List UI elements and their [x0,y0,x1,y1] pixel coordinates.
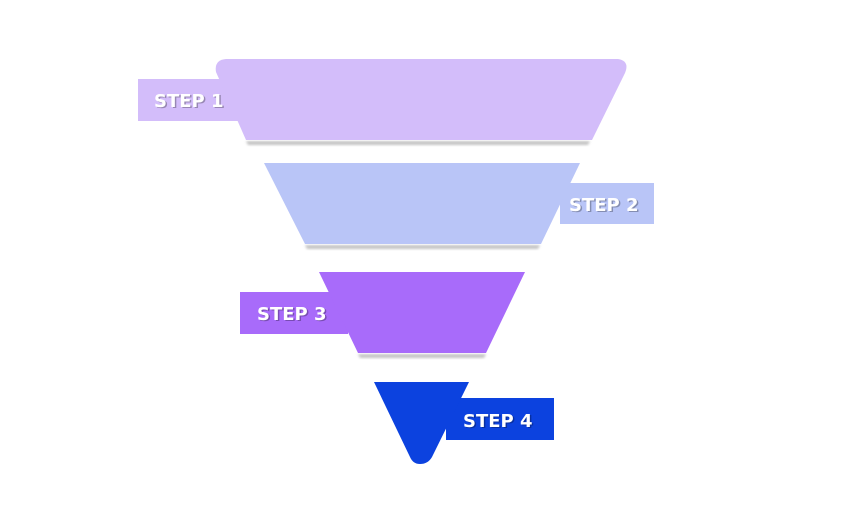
funnel-step-1: STEP 1 STEP 1 [138,59,627,145]
funnel-step-1-label-shadow: STEP 1 [156,92,226,113]
funnel-step-3-tab [240,292,348,334]
funnel-step-1-tab [138,79,240,121]
funnel-step-4-label: STEP 4 [463,411,533,432]
funnel-step-3-label: STEP 3 [257,304,327,325]
funnel-step-1-band [215,59,627,140]
funnel-step-3: STEP 3 STEP 3 [240,272,525,358]
funnel-step-4-tab [446,398,554,440]
funnel-step-2-label: STEP 2 [569,195,639,216]
funnel-step-1-shadow [246,141,590,145]
funnel-step-4-label-shadow: STEP 4 [465,412,535,433]
funnel-step-3-label-shadow: STEP 3 [259,305,329,326]
funnel-step-2-band [264,163,580,244]
funnel-step-2: STEP 2 STEP 2 [264,163,654,249]
funnel-step-2-label-shadow: STEP 2 [571,196,641,217]
funnel-step-4: STEP 4 STEP 4 [374,382,554,464]
funnel-step-1-label: STEP 1 [154,91,224,112]
funnel-step-2-tab [560,183,654,224]
funnel-step-3-shadow [358,354,486,358]
funnel-step-2-shadow [305,245,540,249]
funnel-step-4-band [374,382,469,464]
funnel-step-3-band [319,272,525,353]
